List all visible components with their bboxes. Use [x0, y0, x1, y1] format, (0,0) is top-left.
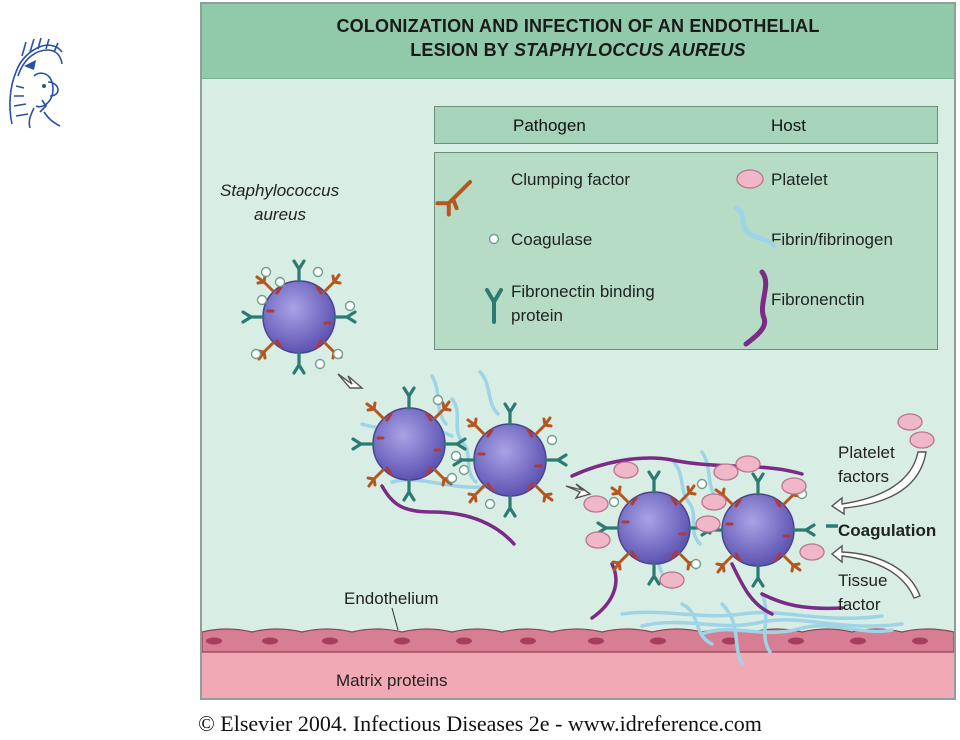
- figure-title-italic: STAPHYLOCCUS AUREUS: [513, 40, 746, 60]
- label-staph-line1: Staphylococcus: [220, 181, 340, 200]
- label-platelet-factors-line2: factors: [838, 467, 890, 486]
- clumping-factor-icon: [435, 180, 472, 217]
- matrix-layer: [202, 646, 954, 698]
- legend-header: Pathogen Host: [434, 106, 938, 144]
- diagram-canvas: [202, 169, 954, 698]
- legend-fibronectin: Fibronenctin: [771, 290, 865, 309]
- copyright-footer: © Elsevier 2004. Infectious Diseases 2e …: [198, 711, 762, 736]
- figure-title-prefix: LESION BY: [410, 40, 514, 60]
- coagulase-icon: [488, 233, 500, 245]
- title-band: COLONIZATION AND INFECTION OF AN ENDOTHE…: [202, 4, 954, 79]
- legend-platelet: Platelet: [771, 170, 828, 189]
- binding-protein-icon: [485, 288, 503, 324]
- label-tissue-factor-line2: factor: [838, 595, 881, 614]
- label-matrix-proteins: Matrix proteins: [336, 671, 448, 690]
- bacterium-cluster1-b: [454, 404, 566, 516]
- figure-title-line2: LESION BY STAPHYLOCCUS AUREUS: [202, 40, 954, 61]
- label-staph-line2: aureus: [254, 205, 306, 224]
- figure-title-line1: COLONIZATION AND INFECTION OF AN ENDOTHE…: [336, 16, 820, 36]
- fibronectin-icon: [743, 269, 769, 347]
- legend-box: Clumping factor Coagulase Fibronectin bi…: [434, 152, 938, 350]
- label-coagulation: Coagulation: [838, 521, 937, 540]
- legend-binding-protein-line1: Fibronectin binding: [511, 282, 655, 301]
- legend-binding-protein-line2: protein: [511, 306, 563, 325]
- bacterium-cluster1-a: [353, 388, 465, 500]
- legend-coagulase: Coagulase: [511, 230, 593, 249]
- arrows: [337, 373, 927, 599]
- legend-clumping-factor: Clumping factor: [511, 170, 631, 189]
- athena-logo-icon: [9, 37, 63, 129]
- label-endothelium: Endothelium: [344, 589, 439, 608]
- label-tissue-factor-line1: Tissue: [838, 571, 888, 590]
- legend-pathogen-heading: Pathogen: [513, 116, 586, 135]
- label-platelet-factors-line1: Platelet: [838, 443, 895, 462]
- legend-host-heading: Host: [771, 116, 806, 135]
- legend-fibrin: Fibrin/fibrinogen: [771, 230, 893, 249]
- figure-panel: COLONIZATION AND INFECTION OF AN ENDOTHE…: [200, 2, 956, 700]
- platelet-icon: [736, 169, 764, 189]
- fibrin-icon: [733, 205, 777, 249]
